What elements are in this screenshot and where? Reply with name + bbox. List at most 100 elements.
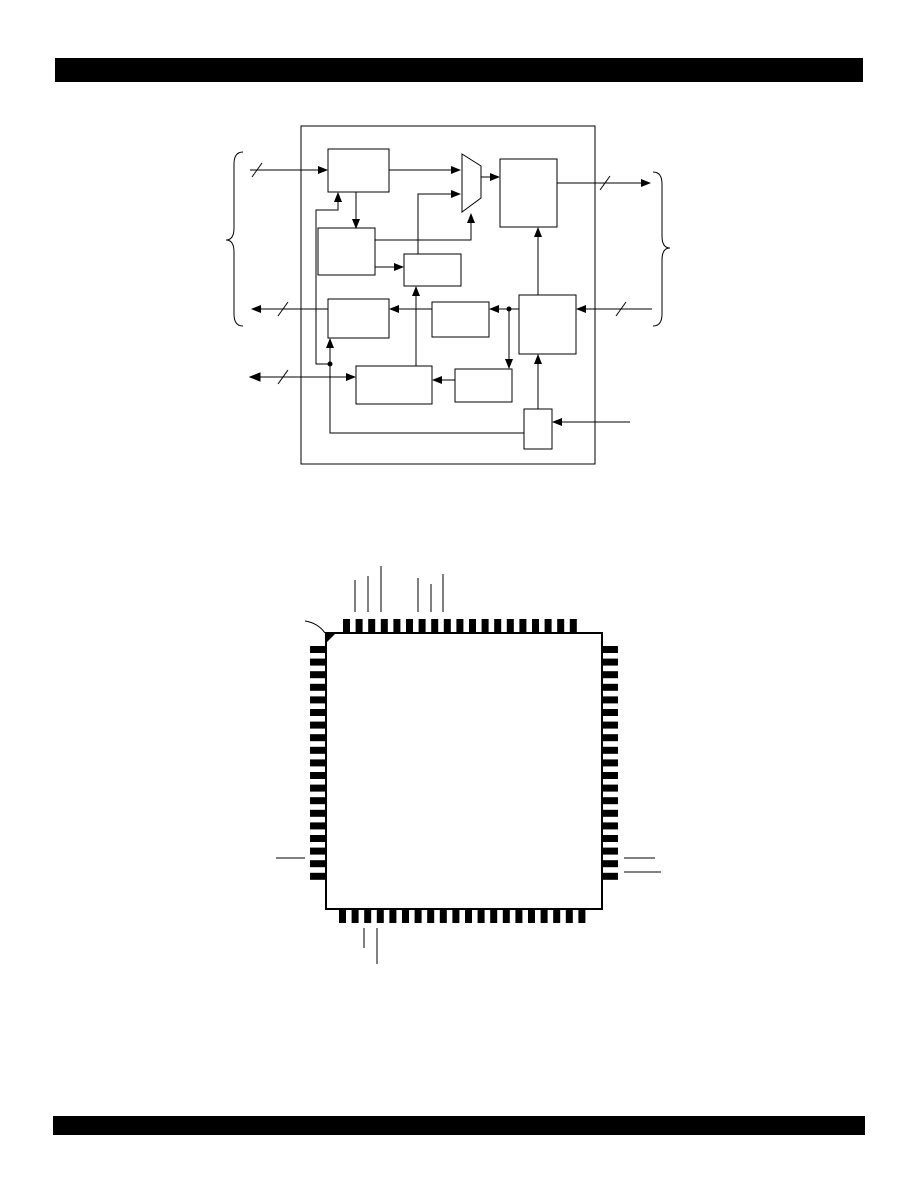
pin-bottom-12: [477, 909, 485, 923]
pin-top-14: [506, 619, 514, 633]
pin-bottom-17: [540, 909, 548, 923]
block-b: [317, 227, 376, 276]
pin-right-10: [602, 759, 618, 767]
pin-top-12: [481, 619, 489, 633]
pin-bottom-20: [578, 909, 586, 923]
pin-left-5: [310, 696, 326, 704]
pin-top-4: [380, 619, 388, 633]
pin-bottom-4: [376, 909, 384, 923]
pin-bottom-14: [502, 909, 510, 923]
pin-left-17: [310, 847, 326, 855]
pin-left-8: [310, 734, 326, 742]
pin-top-17: [544, 619, 552, 633]
pin-top-9: [443, 619, 451, 633]
pins-top: [343, 619, 577, 633]
pin-right-13: [602, 797, 618, 805]
pin-left-1: [310, 646, 326, 653]
pin-top-5: [393, 619, 401, 633]
pin-right-19: [602, 872, 618, 880]
block-f: [431, 301, 490, 338]
pin-bottom-2: [351, 909, 359, 923]
pin-right-5: [602, 696, 618, 704]
pin-top-19: [569, 619, 577, 633]
pin-left-6: [310, 709, 326, 716]
pin-right-3: [602, 671, 618, 679]
pin1-corner-triangle-icon: [327, 634, 335, 642]
package-diagram: [276, 566, 661, 964]
pin-right-7: [602, 721, 618, 729]
pin-top-6: [406, 619, 413, 633]
block-j: [523, 408, 553, 450]
pin-top-16: [532, 619, 539, 633]
pin-top-18: [557, 619, 565, 633]
block-d: [499, 158, 558, 228]
pin-left-18: [310, 860, 326, 868]
pin-right-15: [602, 822, 618, 830]
pin-top-11: [469, 619, 476, 633]
pin-bottom-13: [490, 909, 498, 923]
pin-left-3: [310, 671, 326, 679]
pin-left-10: [310, 759, 326, 767]
block-c: [403, 253, 462, 287]
pin-top-7: [418, 619, 426, 633]
pin-bottom-6: [402, 909, 409, 923]
pin-left-9: [310, 746, 326, 754]
pin-right-12: [602, 784, 618, 792]
pin-bottom-3: [364, 909, 372, 923]
pin-top-3: [368, 619, 376, 633]
mux-icon: [461, 153, 482, 213]
block-a: [327, 148, 390, 193]
pin-left-19: [310, 872, 326, 880]
pin-right-1: [602, 646, 618, 653]
pin-left-4: [310, 683, 326, 691]
pin-left-14: [310, 809, 326, 817]
pin-right-4: [602, 683, 618, 691]
pin-bottom-18: [553, 909, 561, 923]
pin-bottom-7: [414, 909, 422, 923]
pin-left-13: [310, 797, 326, 805]
pin-left-11: [310, 772, 326, 779]
pin-callout-lines: [276, 566, 661, 964]
pin-bottom-8: [427, 909, 435, 923]
left-brace-icon: [225, 151, 244, 327]
right-brace-icon: [652, 171, 671, 327]
block-i: [454, 368, 513, 403]
header-bar: [55, 58, 863, 82]
pin-bottom-16: [528, 909, 535, 923]
pin-left-7: [310, 721, 326, 729]
pin-bottom-1: [339, 909, 346, 923]
package-body: [325, 632, 603, 910]
block-e: [327, 298, 390, 339]
block-g: [518, 294, 577, 355]
block-diagram: [225, 125, 671, 465]
pin-left-2: [310, 658, 326, 666]
pin1-pointer-line: [304, 620, 326, 634]
pin-bottom-9: [439, 909, 447, 923]
pin-bottom-11: [465, 909, 472, 923]
pin-right-17: [602, 847, 618, 855]
pins-right: [602, 646, 618, 880]
pin-top-10: [456, 619, 464, 633]
outer-chip-boundary: [300, 125, 596, 465]
pin-bottom-5: [389, 909, 397, 923]
pin-left-15: [310, 822, 326, 830]
pin-right-16: [602, 835, 618, 842]
block-h: [355, 365, 433, 405]
pin-top-2: [355, 619, 363, 633]
pin-right-6: [602, 709, 618, 716]
pin-top-15: [519, 619, 527, 633]
pin-bottom-15: [515, 909, 523, 923]
pin-left-16: [310, 835, 326, 842]
pin-top-13: [494, 619, 502, 633]
pin-top-8: [431, 619, 439, 633]
pin-top-1: [343, 619, 350, 633]
pin-bottom-19: [565, 909, 573, 923]
pins-bottom: [339, 909, 586, 923]
pins-left: [310, 646, 326, 880]
pin-right-9: [602, 746, 618, 754]
pin-left-12: [310, 784, 326, 792]
pin-right-2: [602, 658, 618, 666]
pin-right-18: [602, 860, 618, 868]
footer-bar: [53, 1116, 865, 1135]
